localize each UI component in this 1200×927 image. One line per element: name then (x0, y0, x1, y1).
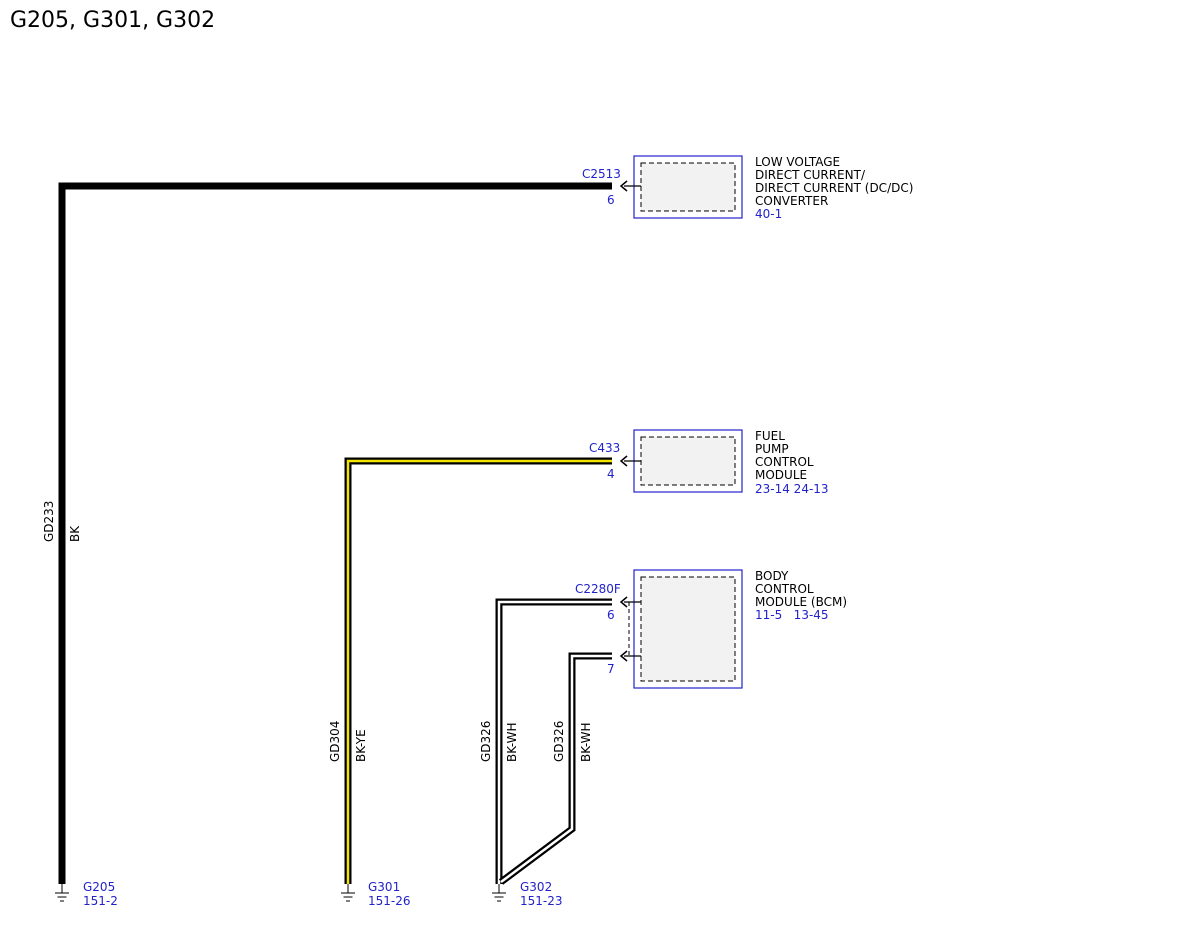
wire-gd304-circuit: GD304 (328, 721, 342, 762)
ground-g205-ref: 151-2 (83, 894, 118, 908)
component-fuel-pump-control-module (619, 429, 743, 493)
dcdc-name-line-1: LOW VOLTAGE (755, 155, 840, 169)
ground-icon (55, 884, 69, 902)
wire-gd233-circuit: GD233 (42, 501, 56, 542)
connector-c2513: C2513 (582, 167, 621, 181)
pin-c2280f-7: 7 (607, 662, 615, 676)
wire-gd326-a-color: BK-WH (505, 722, 519, 762)
wire-gd326-b-circuit: GD326 (552, 721, 566, 762)
component-dcdc-converter (619, 155, 743, 219)
connector-c2280f: C2280F (575, 582, 621, 596)
page-title: G205, G301, G302 (10, 8, 216, 33)
fpcm-name-line-3: CONTROL (755, 455, 814, 469)
ground-g302-name: G302 (520, 880, 552, 894)
fpcm-ref: 23-14 24-13 (755, 482, 829, 496)
dcdc-name-line-4: CONVERTER (755, 194, 828, 208)
pin-c2513-6: 6 (607, 193, 615, 207)
dcdc-name-line-2: DIRECT CURRENT/ (755, 168, 866, 182)
wire-gd304-color: BK-YE (354, 729, 368, 762)
ground-icon (341, 884, 355, 902)
wire-gd233 (58, 182, 612, 884)
dcdc-ref: 40-1 (755, 207, 782, 221)
pin-c433-4: 4 (607, 467, 615, 481)
ground-icon (492, 884, 506, 902)
pin-arrow-icon (619, 596, 628, 608)
ground-g205-name: G205 (83, 880, 115, 894)
pin-arrow-icon (619, 455, 628, 467)
fpcm-name-line-1: FUEL (755, 429, 785, 443)
wire-gd326-a (495, 598, 612, 884)
wire-gd326-b (498, 652, 612, 885)
wire-gd304 (344, 457, 612, 884)
bcm-name-line-3: MODULE (BCM) (755, 595, 847, 609)
ground-g302-ref: 151-23 (520, 894, 563, 908)
connector-c433: C433 (589, 441, 620, 455)
pin-arrow-icon (619, 650, 628, 662)
pin-c2280f-6: 6 (607, 608, 615, 622)
ground-g301-ref: 151-26 (368, 894, 411, 908)
wire-gd326-a-circuit: GD326 (479, 721, 493, 762)
dcdc-name-line-3: DIRECT CURRENT (DC/DC) (755, 181, 913, 195)
bcm-name-line-1: BODY (755, 569, 789, 583)
wire-gd326-b-color: BK-WH (579, 722, 593, 762)
fpcm-name-line-2: PUMP (755, 442, 789, 456)
component-body-control-module (619, 569, 743, 689)
pin-arrow-icon (619, 180, 628, 192)
bcm-name-line-2: CONTROL (755, 582, 814, 596)
fpcm-name-line-4: MODULE (755, 468, 807, 482)
wire-gd233-color: BK (68, 525, 82, 542)
bcm-ref: 11-5 13-45 (755, 608, 829, 622)
ground-g301-name: G301 (368, 880, 400, 894)
